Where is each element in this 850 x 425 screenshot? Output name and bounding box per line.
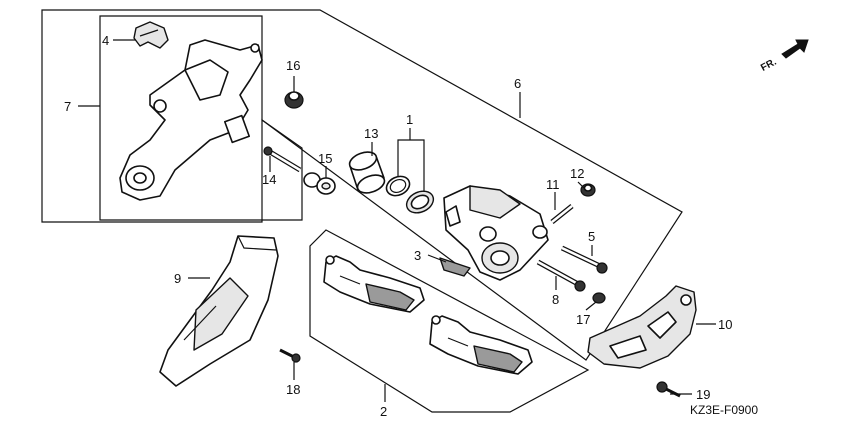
part-19-bolt xyxy=(656,381,681,398)
group-outline-bracket xyxy=(99,15,303,221)
part-15-boot xyxy=(303,172,336,195)
part-8-pin xyxy=(536,259,586,292)
caliper-body xyxy=(443,185,549,281)
callout-11: 11 xyxy=(546,177,560,192)
callout-8: 8 xyxy=(552,292,559,307)
part-17-nut xyxy=(592,292,606,304)
part-16-nut xyxy=(284,91,304,109)
leader-lines xyxy=(78,39,716,402)
callout-14: 14 xyxy=(262,172,276,187)
callout-15: 15 xyxy=(318,151,332,166)
front-direction-arrow xyxy=(781,39,809,59)
part-14-pin xyxy=(263,146,302,173)
group-outline-caliper xyxy=(41,9,683,361)
group-outline-pad-set xyxy=(309,229,590,413)
part-11-bleed-screw xyxy=(550,204,574,224)
callout-18: 18 xyxy=(286,382,300,397)
front-direction-label: FR. xyxy=(759,57,779,74)
pad-spring-clip xyxy=(133,21,169,49)
part-12-cap xyxy=(580,183,596,197)
callout-12: 12 xyxy=(570,166,584,181)
part-18-screw xyxy=(279,348,301,363)
part-13-piston xyxy=(348,151,386,194)
part-5-pad-pin xyxy=(560,245,608,274)
part-9-disc-guard xyxy=(159,235,279,387)
callout-2: 2 xyxy=(380,404,387,419)
callout-13: 13 xyxy=(364,126,378,141)
callout-19: 19 xyxy=(696,387,710,402)
callout-17: 17 xyxy=(576,312,590,327)
callout-5: 5 xyxy=(588,229,595,244)
callout-3: 3 xyxy=(414,248,421,263)
brake-pad-upper xyxy=(323,255,425,313)
caliper-bracket xyxy=(119,39,263,201)
callout-7: 7 xyxy=(64,99,71,114)
callout-labels: 4 7 16 14 15 13 1 6 11 12 3 5 8 17 9 18 … xyxy=(64,33,732,419)
callout-1: 1 xyxy=(406,112,413,127)
callout-10: 10 xyxy=(718,317,732,332)
callout-9: 9 xyxy=(174,271,181,286)
part-1-piston-seals xyxy=(385,175,435,214)
brake-pad-lower xyxy=(429,315,533,375)
callout-4: 4 xyxy=(102,33,109,48)
callout-16: 16 xyxy=(286,58,300,73)
part-3-pad-spring xyxy=(439,257,471,277)
callout-6: 6 xyxy=(514,76,521,91)
diagram-code: KZ3E-F0900 xyxy=(690,403,758,417)
part-10-guard xyxy=(587,285,697,369)
